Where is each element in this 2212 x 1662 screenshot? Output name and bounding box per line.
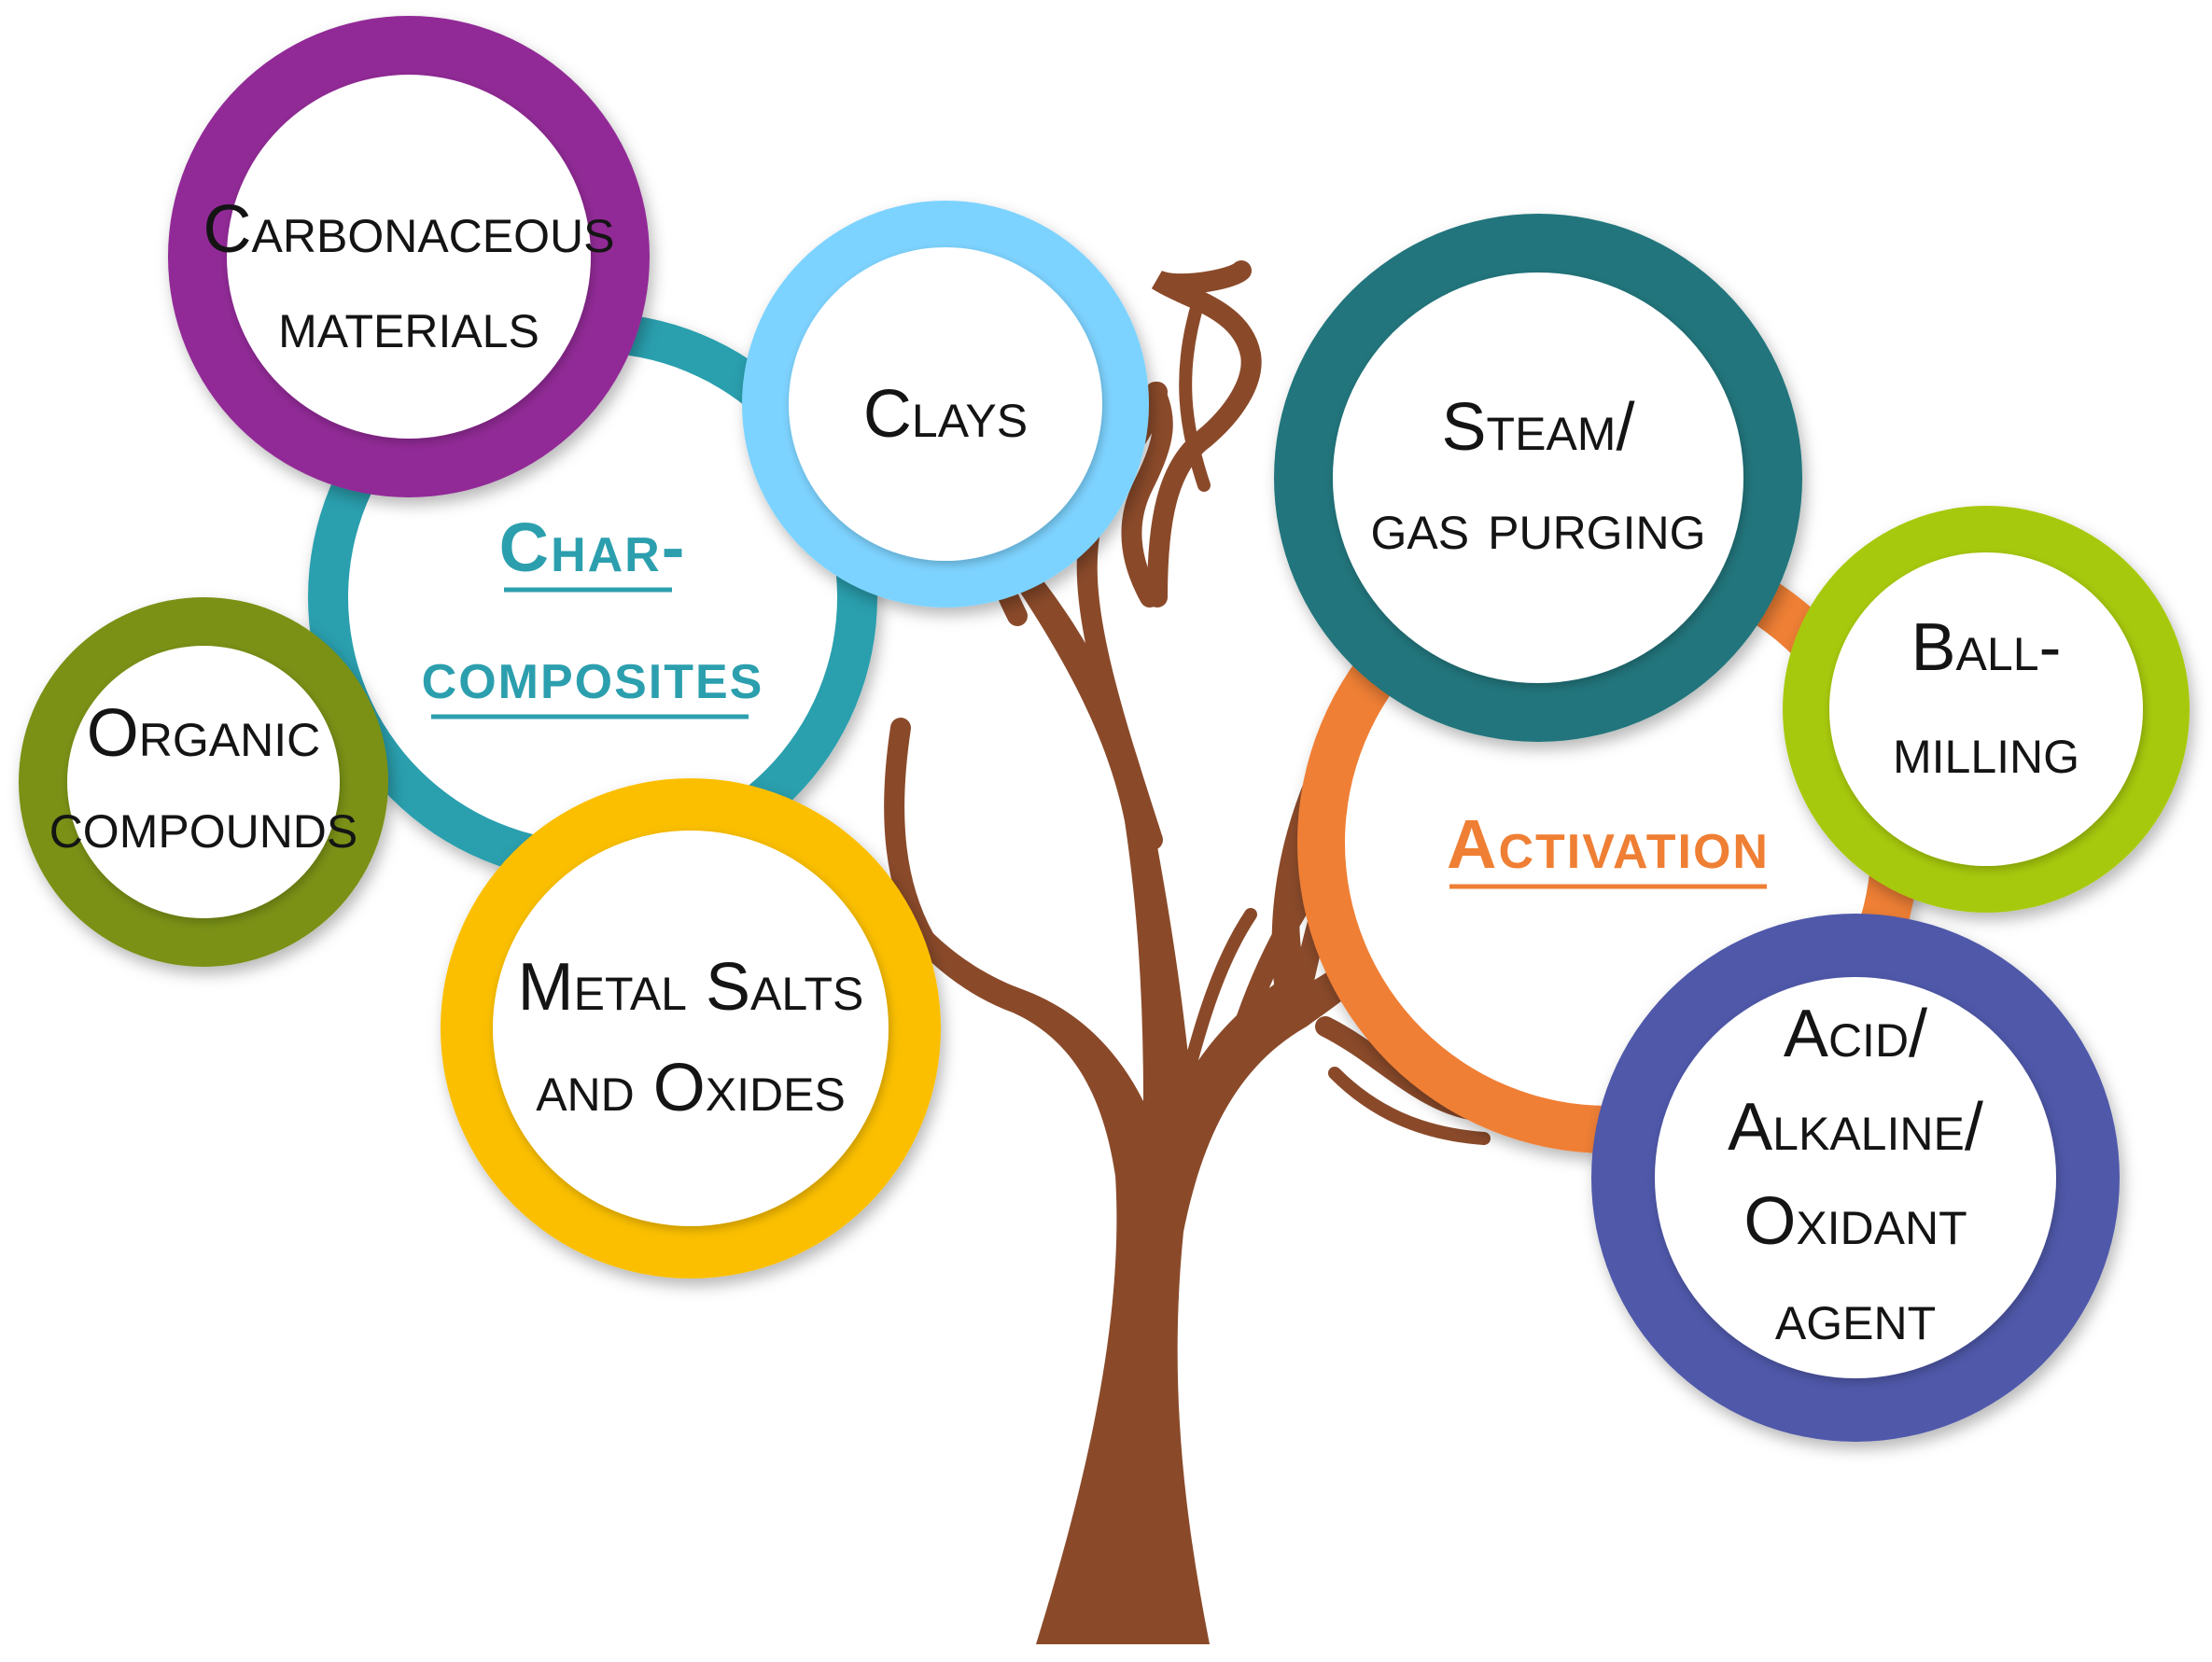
node-ball: Ball- milling xyxy=(1783,506,2190,913)
organic-label-line1: Organic xyxy=(87,696,320,771)
clays-label: Clays xyxy=(863,377,1028,452)
branch-top-curl xyxy=(1121,382,1173,608)
branch-top-tip xyxy=(1179,292,1211,492)
organic-face xyxy=(67,646,340,918)
node-metal: Metal Salts and Oxides xyxy=(441,778,941,1278)
metal-face xyxy=(493,831,889,1226)
carbonaceous-label-line2: materials xyxy=(278,287,539,362)
ball-face xyxy=(1829,552,2143,866)
node-organic: Organic compounds xyxy=(19,597,388,967)
carbonaceous-label-line1: Carbonaceous xyxy=(203,192,615,267)
acid-face xyxy=(1655,977,2056,1378)
activation-group: Activation Acid/ Alkaline/ Oxidant agent… xyxy=(1274,214,2190,1442)
ball-label-line1: Ball- xyxy=(1911,610,2062,685)
activation-hub-label: Activation xyxy=(1447,805,1770,883)
branch-mid-left2 xyxy=(1168,908,1257,1136)
clays-face xyxy=(789,247,1102,561)
node-steam: Steam/ gas purging xyxy=(1274,214,1802,742)
char-hub-label-line1: Char- xyxy=(499,509,687,586)
acid-label-line2: Alkaline/ xyxy=(1728,1090,1983,1165)
node-clays: Clays xyxy=(742,201,1149,608)
acid-label-line3: Oxidant xyxy=(1743,1184,1967,1259)
node-carbonaceous: Carbonaceous materials xyxy=(168,16,650,497)
ball-label-line2: milling xyxy=(1893,713,2079,788)
char-composites-group: Char- composites Organic compounds Carbo… xyxy=(19,16,1149,1278)
branch-top-right xyxy=(1147,260,1262,608)
node-acid: Acid/ Alkaline/ Oxidant agent xyxy=(1591,914,2120,1442)
carbonaceous-face xyxy=(227,75,591,439)
steam-label-line1: Steam/ xyxy=(1442,390,1635,465)
acid-label-line1: Acid/ xyxy=(1784,997,1927,1071)
steam-face xyxy=(1333,272,1743,683)
steam-label-line2: gas purging xyxy=(1371,489,1706,564)
metal-label-line2: and Oxides xyxy=(536,1051,846,1125)
char-hub-label-line2: composites xyxy=(422,635,764,713)
organic-label-line2: compounds xyxy=(49,788,358,862)
metal-label-line1: Metal Salts xyxy=(518,950,864,1025)
branch-right-tip xyxy=(1328,1067,1491,1145)
acid-label-line4: agent xyxy=(1775,1279,1936,1354)
